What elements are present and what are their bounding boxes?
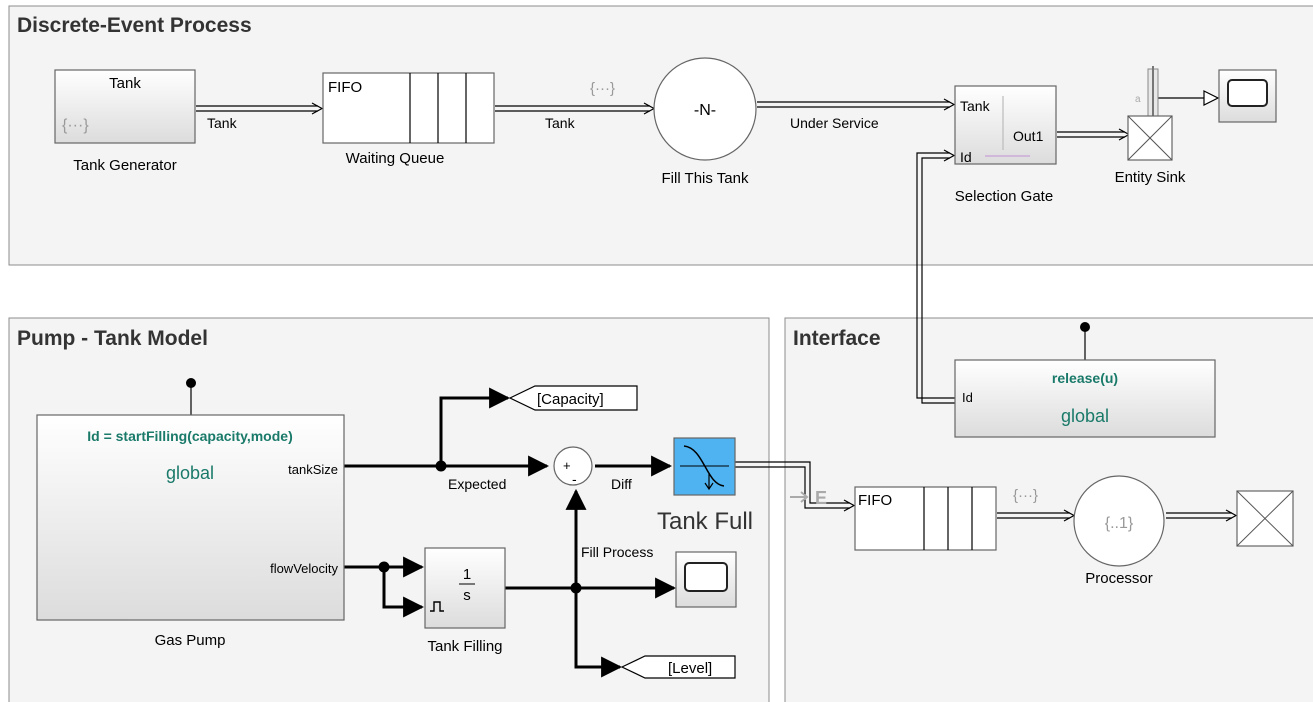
- entity-line-release-gate: [916, 152, 955, 404]
- waiting-queue-block[interactable]: FIFO Waiting Queue: [322, 72, 495, 167]
- processor-block[interactable]: {..1} Processor: [1073, 475, 1165, 587]
- gas-pump-scope: global: [166, 463, 214, 483]
- gas-pump-function: Id = startFilling(capacity,mode): [87, 428, 293, 444]
- tank-generator-label: Tank Generator: [73, 157, 176, 174]
- entity-connections: [196, 98, 1238, 522]
- gate-indicator-text: a: [1135, 94, 1141, 105]
- entity-line-gate-sink: [1057, 131, 1125, 138]
- release-function-text: release(u): [1052, 370, 1118, 386]
- gas-pump-label: Gas Pump: [155, 632, 226, 649]
- sum-plus-sign: +: [563, 458, 571, 473]
- interface-queue-fifo: FIFO: [858, 492, 892, 509]
- entity-sink-label: Entity Sink: [1115, 169, 1186, 186]
- gas-pump-block[interactable]: Id = startFilling(capacity,mode) global …: [36, 414, 345, 649]
- interface-sink-block[interactable]: [1236, 490, 1294, 547]
- integrator-denominator: s: [463, 587, 471, 604]
- signal-label-expected: Expected: [448, 476, 506, 492]
- signal-line-reset: [382, 567, 425, 618]
- capacity-goto-block[interactable]: [Capacity]: [508, 385, 638, 411]
- iface-queue-output-entity-icon: {···}: [1013, 487, 1038, 504]
- entity-line-queue-processor: [997, 512, 1070, 519]
- area-title-interface: Interface: [793, 327, 881, 350]
- capacity-goto-text: [Capacity]: [537, 391, 604, 408]
- junction-dots: [186, 322, 1090, 594]
- signal-label-diff: Diff: [611, 476, 632, 492]
- release-port-id: Id: [962, 390, 973, 405]
- fill-process-scope-block[interactable]: [675, 551, 737, 608]
- integrator-block[interactable]: 1 s Tank Filling: [424, 547, 506, 655]
- server-icon-text: -N-: [694, 102, 716, 119]
- entity-sink-block[interactable]: Entity Sink: [1115, 115, 1186, 186]
- entity-line-generator-queue: [196, 105, 318, 112]
- queue-fifo-text: FIFO: [328, 79, 362, 96]
- signal-label-tank-2: Tank: [545, 115, 576, 131]
- level-goto-block[interactable]: [Level]: [620, 655, 736, 679]
- event-text: E: [815, 488, 827, 508]
- fill-process-label: Fill Process: [581, 544, 653, 560]
- fill-this-tank-block[interactable]: -N- Fill This Tank: [653, 57, 757, 187]
- tank-generator-block[interactable]: Tank {···} Tank Generator: [54, 69, 196, 174]
- signal-line-level: [574, 588, 623, 678]
- sum-minus-sign: -: [572, 471, 577, 487]
- area-title-discrete: Discrete-Event Process: [17, 14, 252, 37]
- queue-output-entity-icon: {···}: [590, 80, 615, 97]
- release-scope-text: global: [1061, 406, 1109, 426]
- tank-generator-title: Tank: [109, 75, 141, 92]
- gate-scope-block[interactable]: [1218, 69, 1277, 123]
- event-arrow-icon: E: [790, 488, 827, 508]
- entity-line-queue-fill: [495, 105, 650, 112]
- signal-label-under-service: Under Service: [790, 115, 879, 131]
- processor-label: Processor: [1085, 570, 1153, 587]
- signal-line-capacity: [439, 387, 511, 466]
- tank-full-label: Tank Full: [657, 508, 753, 535]
- entity-icon: {···}: [62, 117, 89, 134]
- release-function-block[interactable]: release(u) global Id: [954, 359, 1216, 438]
- waiting-queue-label: Waiting Queue: [346, 150, 445, 167]
- interface-queue-block[interactable]: FIFO: [854, 486, 997, 551]
- level-goto-text: [Level]: [668, 660, 712, 677]
- signal-label-tank-1: Tank: [207, 115, 238, 131]
- processor-icon-text: {..1}: [1105, 515, 1134, 532]
- gate-port-out1: Out1: [1013, 128, 1044, 144]
- gate-port-tank: Tank: [960, 98, 991, 114]
- entity-line-processor-sink: [1166, 512, 1232, 519]
- reset-icon: [430, 601, 444, 612]
- gas-pump-port-flowvelocity: flowVelocity: [270, 561, 338, 576]
- integrator-label: Tank Filling: [427, 638, 502, 655]
- sum-block[interactable]: + -: [553, 446, 593, 487]
- fill-this-tank-label: Fill This Tank: [662, 170, 749, 187]
- tank-full-block[interactable]: Tank Full: [657, 437, 753, 535]
- gate-port-id: Id: [960, 149, 972, 165]
- entity-line-tankfull-queue: [735, 461, 850, 509]
- integrator-numerator: 1: [463, 566, 471, 583]
- gas-pump-port-tanksize: tankSize: [288, 462, 338, 477]
- area-title-pump: Pump - Tank Model: [17, 327, 208, 350]
- selection-gate-label: Selection Gate: [955, 188, 1053, 205]
- selection-gate-block[interactable]: Tank Id Out1 Selection Gate: [954, 85, 1057, 205]
- entity-line-fill-gate: [757, 101, 950, 108]
